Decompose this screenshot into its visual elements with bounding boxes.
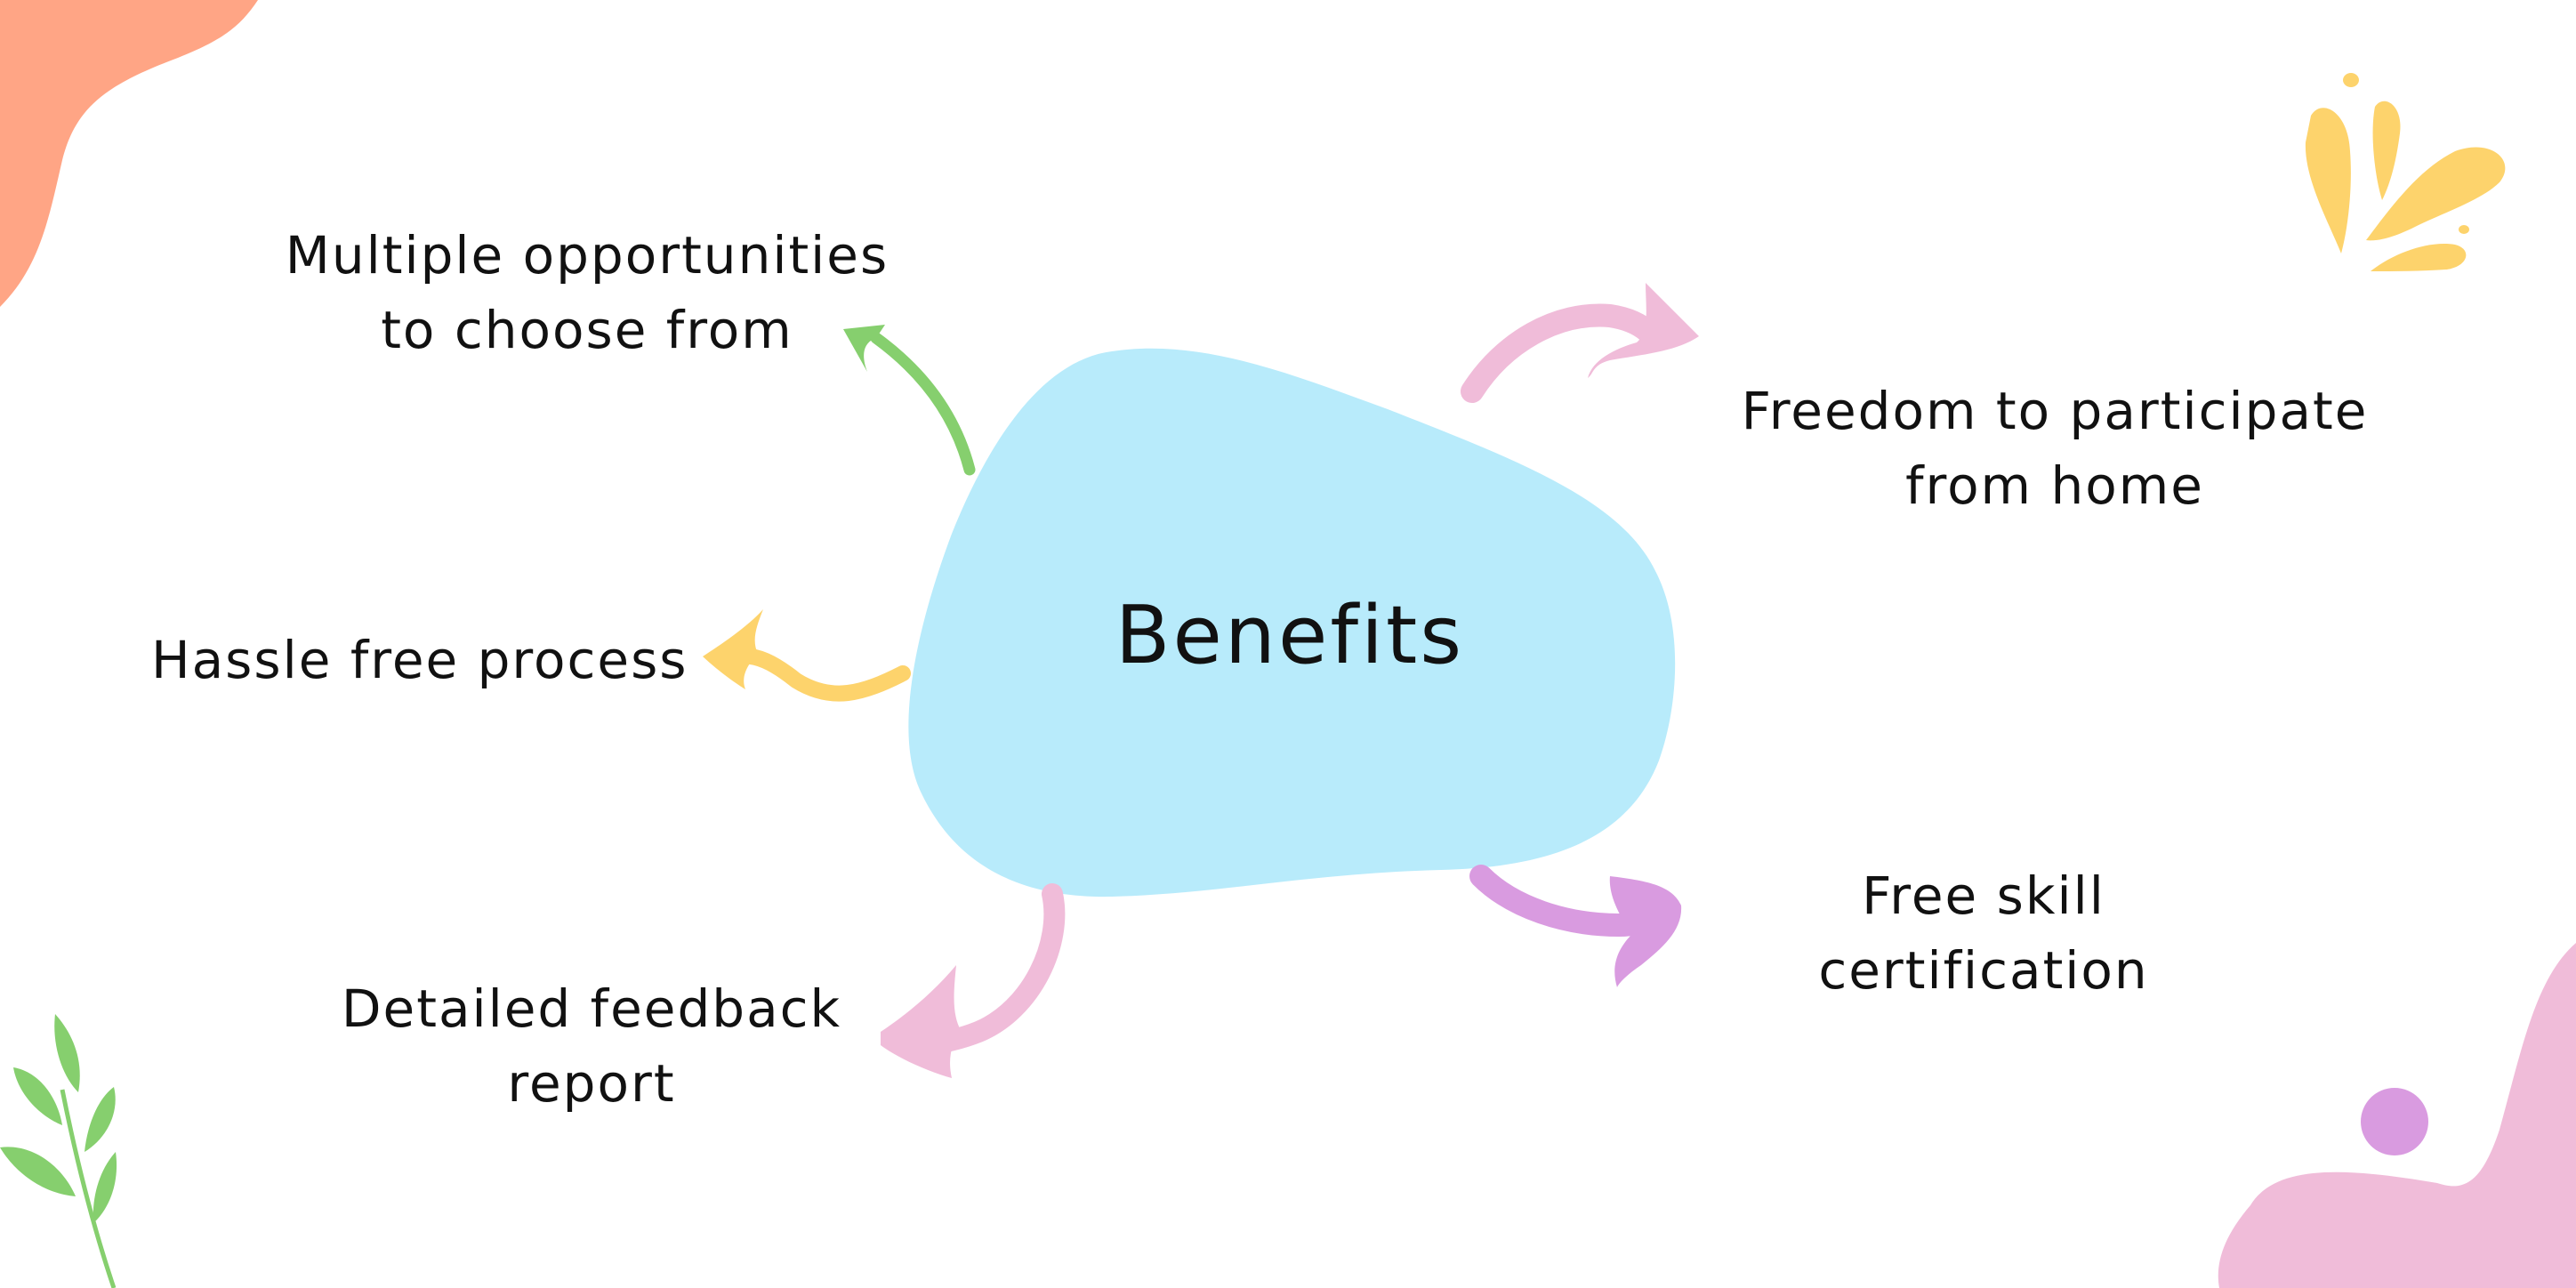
- benefit-feedback-line-1: Detailed feedback: [341, 978, 842, 1039]
- benefit-freedom-line-2: from home: [1905, 455, 2204, 516]
- corner-blob-orange: [0, 0, 258, 307]
- benefit-freedom-line-1: Freedom to participate: [1741, 381, 2369, 441]
- leaf-decoration: [0, 1014, 117, 1288]
- corner-blob-pink: [2218, 943, 2576, 1288]
- benefit-opportunities-line-2: to choose from: [381, 300, 793, 360]
- benefit-hassle-line-1: Hassle free process: [151, 630, 688, 690]
- arrow-to-certification: [1469, 865, 1682, 987]
- arrow-to-feedback: [881, 883, 1066, 1078]
- benefit-feedback: Detailed feedback report: [316, 971, 867, 1121]
- center-label: Benefits: [1115, 589, 1465, 682]
- center-blob: [908, 348, 1676, 898]
- arrow-to-hassle: [703, 609, 911, 702]
- benefit-feedback-line-2: report: [507, 1053, 676, 1114]
- benefit-certification-line-1: Free skill: [1862, 865, 2105, 926]
- benefit-certification-line-2: certification: [1818, 940, 2149, 1001]
- benefit-opportunities: Multiple opportunities to choose from: [267, 218, 907, 367]
- splash-decoration: [2305, 73, 2506, 271]
- arrow-to-freedom: [1461, 283, 1699, 403]
- benefit-opportunities-line-1: Multiple opportunities: [285, 225, 890, 286]
- benefit-certification: Free skill certification: [1770, 858, 2197, 1008]
- arrow-to-opportunities: [843, 325, 976, 476]
- dot-purple: [2361, 1088, 2428, 1155]
- benefit-freedom: Freedom to participate from home: [1708, 374, 2402, 523]
- benefit-hassle: Hassle free process: [151, 623, 688, 697]
